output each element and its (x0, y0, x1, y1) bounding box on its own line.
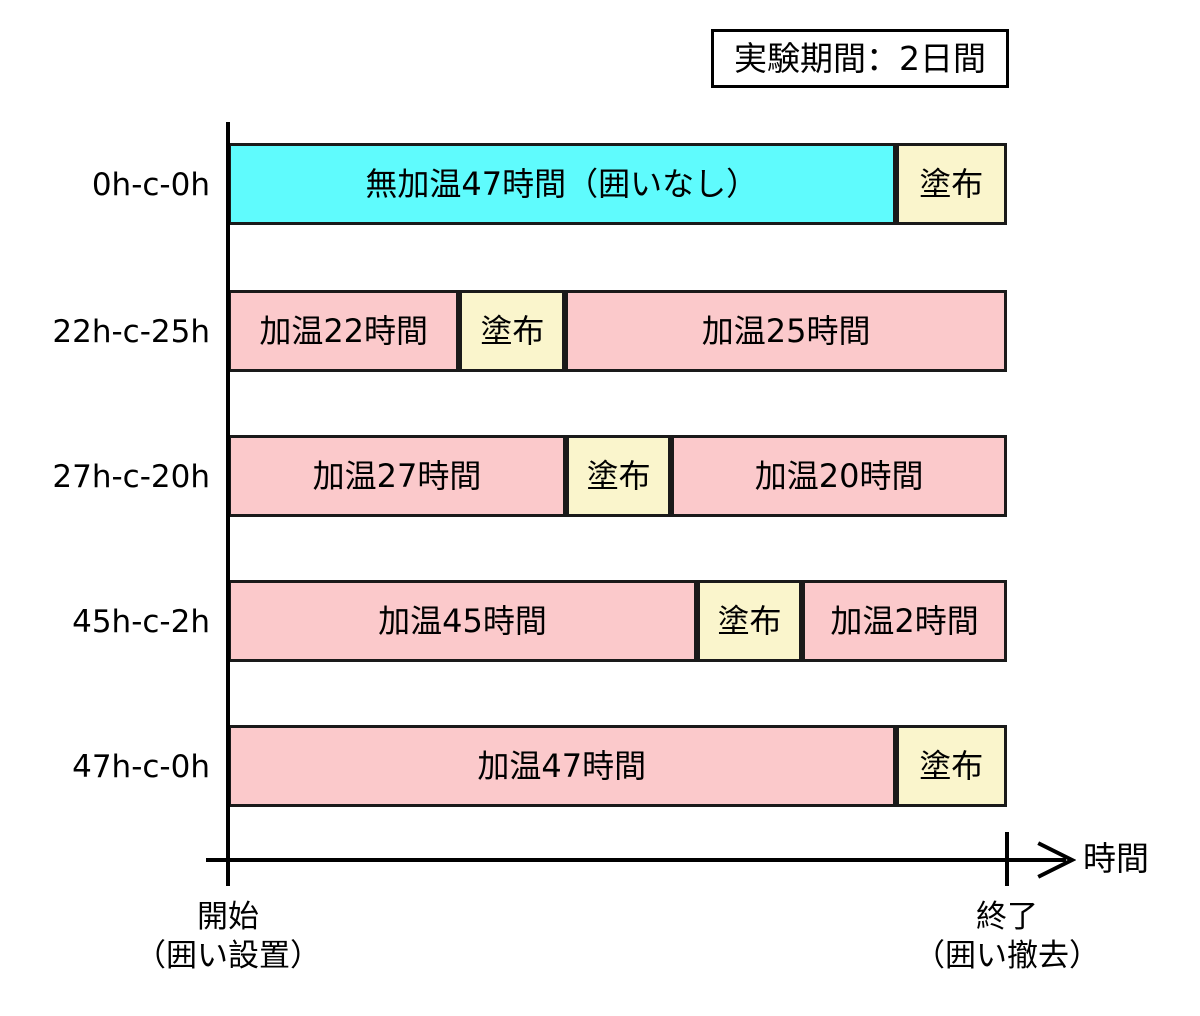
timeline-segment-label: 加温25時間 (701, 312, 871, 350)
timeline-segment-label: 加温27時間 (312, 457, 482, 495)
timeline-segment-heated: 加温47時間 (228, 725, 896, 807)
timeline-segment-heated: 加温27時間 (228, 435, 567, 517)
timeline-segment-heated: 加温22時間 (228, 290, 460, 372)
axis-start-caption-line1: 開始 (197, 899, 259, 935)
timeline-segment-coating: 塗布 (895, 725, 1007, 807)
timeline-segment-heated: 加温45時間 (228, 580, 697, 662)
experiment-period-title: 実験期間：2日間 (734, 39, 986, 78)
timeline-row: 加温47時間 塗布 (228, 725, 1007, 807)
timeline-segment-label: 無加温47時間（囲いなし） (365, 165, 759, 203)
row-label-0h-c-0h: 0h-c-0h (91, 167, 210, 203)
axis-tick-end (1005, 832, 1009, 886)
row-label-22h-c-25h: 22h-c-25h (52, 314, 210, 350)
row-label-45h-c-2h: 45h-c-2h (72, 604, 210, 640)
timeline-segment-heated: 加温2時間 (802, 580, 1007, 662)
timeline-segment-label: 加温2時間 (830, 602, 979, 640)
timeline-segment-heated: 加温25時間 (565, 290, 1007, 372)
row-label-27h-c-20h: 27h-c-20h (52, 459, 210, 495)
axis-time-label: 時間 (1083, 839, 1149, 878)
timeline-segment-heated: 加温20時間 (671, 435, 1007, 517)
timeline-segment-label: 塗布 (919, 165, 984, 203)
timeline-segment-label: 加温45時間 (378, 602, 547, 640)
axis-end-caption-line1: 終了 (976, 899, 1038, 935)
timeline-segment-coating: 塗布 (696, 580, 803, 662)
timeline-segment-label: 塗布 (480, 312, 545, 350)
timeline-row: 無加温47時間（囲いなし） 塗布 (228, 143, 1007, 225)
timeline-segment-label: 塗布 (586, 457, 651, 495)
experiment-period-title-box: 実験期間：2日間 (711, 29, 1009, 88)
timeline-row: 加温45時間 塗布 加温2時間 (228, 580, 1007, 662)
timeline-segment-label: 塗布 (919, 747, 984, 785)
timeline-segment-no_heat: 無加温47時間（囲いなし） (228, 143, 896, 225)
axis-end-caption: 終了 （囲い撤去） (914, 898, 1100, 976)
timeline-segment-label: 加温47時間 (477, 747, 647, 785)
axis-vertical-line (226, 122, 230, 862)
timeline-segment-label: 塗布 (717, 602, 782, 640)
timeline-segment-coating: 塗布 (459, 290, 566, 372)
row-label-47h-c-0h: 47h-c-0h (72, 749, 210, 785)
axis-end-caption-line2: （囲い撤去） (914, 937, 1100, 974)
timeline-segment-label: 加温22時間 (259, 312, 429, 350)
timeline-row: 加温27時間 塗布 加温20時間 (228, 435, 1007, 517)
timeline-row: 加温22時間 塗布 加温25時間 (228, 290, 1007, 372)
timeline-segment-label: 加温20時間 (754, 457, 924, 495)
axis-start-caption: 開始 （囲い設置） (135, 898, 321, 976)
axis-tick-start (226, 832, 230, 886)
axis-start-caption-line2: （囲い設置） (135, 937, 321, 974)
timeline-segment-coating: 塗布 (895, 143, 1007, 225)
axis-horizontal-line (206, 858, 1040, 862)
timeline-segment-coating: 塗布 (566, 435, 672, 517)
